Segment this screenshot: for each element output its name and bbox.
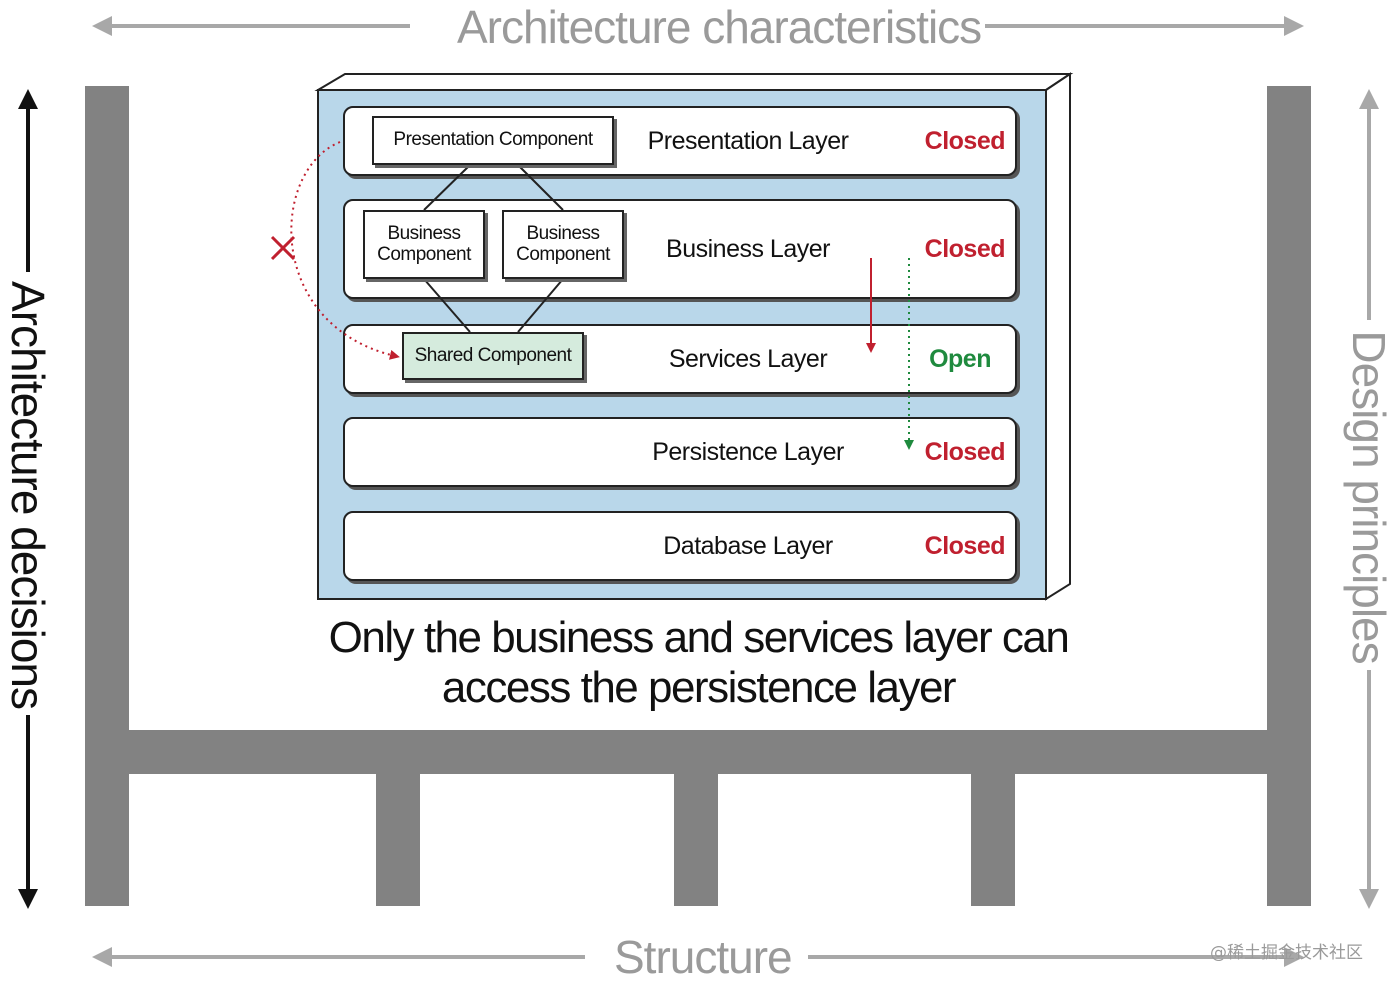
caption-line-1: Only the business and services layer can [328, 613, 1070, 662]
structure-leg-3 [971, 730, 1015, 906]
layer-name: Business Layer [666, 235, 830, 263]
bottom-axis-label: Structure [614, 931, 793, 983]
layer-name: Services Layer [668, 345, 828, 373]
business-component-2: Business Component [502, 210, 624, 279]
layer-status: Closed [924, 532, 1006, 560]
structure-leg-1 [376, 730, 420, 906]
blocked-x-icon [270, 235, 296, 261]
layer-status: Closed [924, 127, 1006, 155]
persistence-layer: Persistence Layer Closed [343, 417, 1017, 487]
layer-name: Presentation Layer [647, 127, 849, 155]
top-axis-label: Architecture characteristics [457, 1, 982, 53]
presentation-component: Presentation Component [372, 116, 614, 165]
layer-status: Closed [924, 235, 1006, 263]
layer-status: Open [929, 345, 991, 373]
watermark: @稀土掘金技术社区 [1210, 943, 1363, 963]
structure-leg-2 [674, 730, 718, 906]
layer-name: Database Layer [663, 532, 833, 560]
caption-line-2: access the persistence layer [441, 663, 957, 712]
shared-component: Shared Component [402, 332, 584, 380]
layer-status: Closed [924, 438, 1006, 466]
services-layer: Services Layer Open [343, 324, 1017, 394]
layer-name: Persistence Layer [652, 438, 844, 466]
disallowed-access-arrow [290, 141, 400, 360]
database-layer: Database Layer Closed [343, 511, 1017, 581]
business-component-1: Business Component [363, 210, 485, 279]
